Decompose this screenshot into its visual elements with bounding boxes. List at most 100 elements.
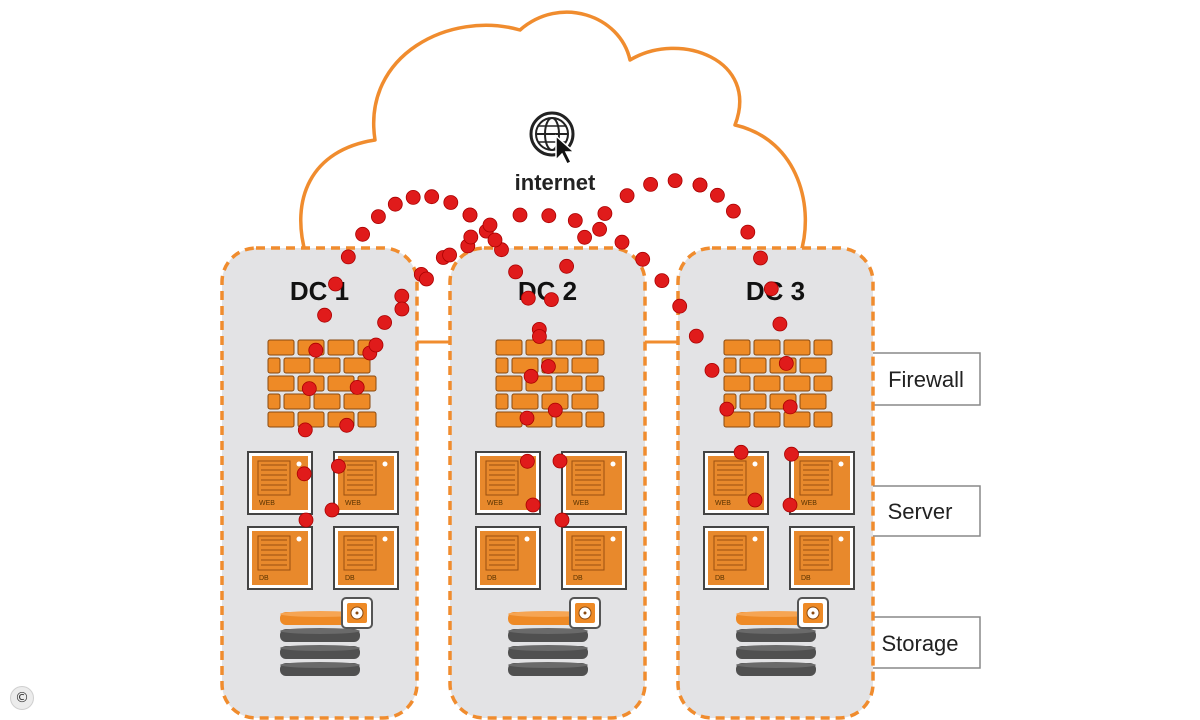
connection-dot <box>298 512 314 528</box>
layer-label-text: Server <box>888 499 953 524</box>
connection-dot <box>355 226 371 242</box>
server-icon: DB <box>475 526 541 590</box>
copyright-icon: © <box>10 686 34 710</box>
connection-dot <box>541 359 556 374</box>
firewall-brick <box>495 357 509 374</box>
connection-dot <box>424 189 440 205</box>
server-led <box>752 461 758 467</box>
database-disk-top <box>508 645 588 651</box>
firewall-brick <box>585 411 605 428</box>
server-icon: WEB <box>333 451 399 515</box>
firewall-icon <box>723 339 833 428</box>
connection-dot <box>370 209 386 225</box>
firewall-icon <box>267 339 377 428</box>
server-type-label: WEB <box>259 500 275 507</box>
server-panel <box>571 535 605 571</box>
connection-dot <box>301 381 317 397</box>
connection-dot <box>405 189 421 205</box>
connection-dot <box>763 281 779 297</box>
firewall-brick <box>555 411 583 428</box>
server-type-label: WEB <box>801 500 817 507</box>
firewall-brick <box>267 357 281 374</box>
database-disk-top <box>736 645 816 651</box>
server-icon: DB <box>333 526 399 590</box>
firewall-brick <box>343 357 371 374</box>
firewall-brick <box>585 339 605 356</box>
connection-dot <box>442 247 458 263</box>
connection-dot <box>559 258 574 274</box>
server-icon: DB <box>703 526 769 590</box>
connection-dot <box>740 224 756 240</box>
connection-dot <box>463 229 479 245</box>
firewall-brick <box>723 375 751 392</box>
server-led <box>610 536 616 542</box>
firewall-brick <box>313 393 341 410</box>
server-type-label: DB <box>715 575 725 582</box>
firewall-brick <box>799 357 827 374</box>
globe-cursor-icon <box>529 111 576 166</box>
firewall-brick <box>267 375 295 392</box>
connection-dot <box>520 453 535 469</box>
connection-dot <box>541 208 557 224</box>
server-panel <box>713 535 747 571</box>
connection-dot <box>726 203 741 219</box>
database-icon <box>736 611 816 676</box>
connection-dot <box>317 307 333 323</box>
firewall-brick <box>783 375 811 392</box>
firewall-brick <box>555 339 583 356</box>
connection-dot <box>330 458 346 474</box>
server-panel <box>485 460 519 496</box>
hard-disk-spindle <box>583 611 587 615</box>
database-disk-top <box>508 611 588 617</box>
layer-label-storage: Storage <box>869 616 981 669</box>
layer-label-text: Storage <box>881 631 958 656</box>
firewall-brick <box>813 411 833 428</box>
connection-dot <box>614 234 630 250</box>
server-type-label: DB <box>345 575 355 582</box>
connection-dot <box>523 368 539 384</box>
database-disk-top <box>280 611 360 617</box>
database-disk-top <box>508 662 588 668</box>
server-panel <box>257 535 291 571</box>
connection-dots <box>296 173 799 528</box>
firewall-brick <box>753 411 781 428</box>
firewall-brick <box>283 357 311 374</box>
server-icon: DB <box>247 526 313 590</box>
connection-dot <box>692 177 708 193</box>
server-type-label: WEB <box>487 500 503 507</box>
connection-dot <box>419 271 434 287</box>
connection-dot <box>747 492 763 508</box>
firewall-brick <box>739 393 767 410</box>
connection-dot <box>552 453 568 469</box>
cloud-label: internet <box>515 170 596 195</box>
connection-dot <box>532 329 547 344</box>
layer-label-server: Server <box>871 485 981 537</box>
server-led <box>296 461 302 467</box>
server-type-label: WEB <box>345 500 361 507</box>
firewall-brick <box>571 393 599 410</box>
server-type-label: WEB <box>715 500 731 507</box>
hard-disk-spindle <box>811 611 815 615</box>
server-led <box>382 461 388 467</box>
server-icon: DB <box>561 526 627 590</box>
connection-dot <box>577 229 592 245</box>
server-type-label: WEB <box>573 500 589 507</box>
connection-dot <box>672 298 688 314</box>
firewall-brick <box>783 411 811 428</box>
connection-dot <box>667 173 683 189</box>
firewall-brick <box>813 339 833 356</box>
firewall-brick <box>585 375 605 392</box>
connection-dot <box>635 251 651 267</box>
connection-dot <box>554 512 570 528</box>
database-disk-top <box>280 645 360 651</box>
hard-disk-spindle <box>355 611 359 615</box>
server-led <box>838 461 844 467</box>
server-panel <box>343 535 377 571</box>
connection-dot <box>340 249 356 265</box>
connection-dot <box>387 196 403 212</box>
connection-dot <box>296 466 312 482</box>
server-panel <box>799 535 833 571</box>
database-disk-top <box>736 662 816 668</box>
connection-dot <box>349 379 365 395</box>
